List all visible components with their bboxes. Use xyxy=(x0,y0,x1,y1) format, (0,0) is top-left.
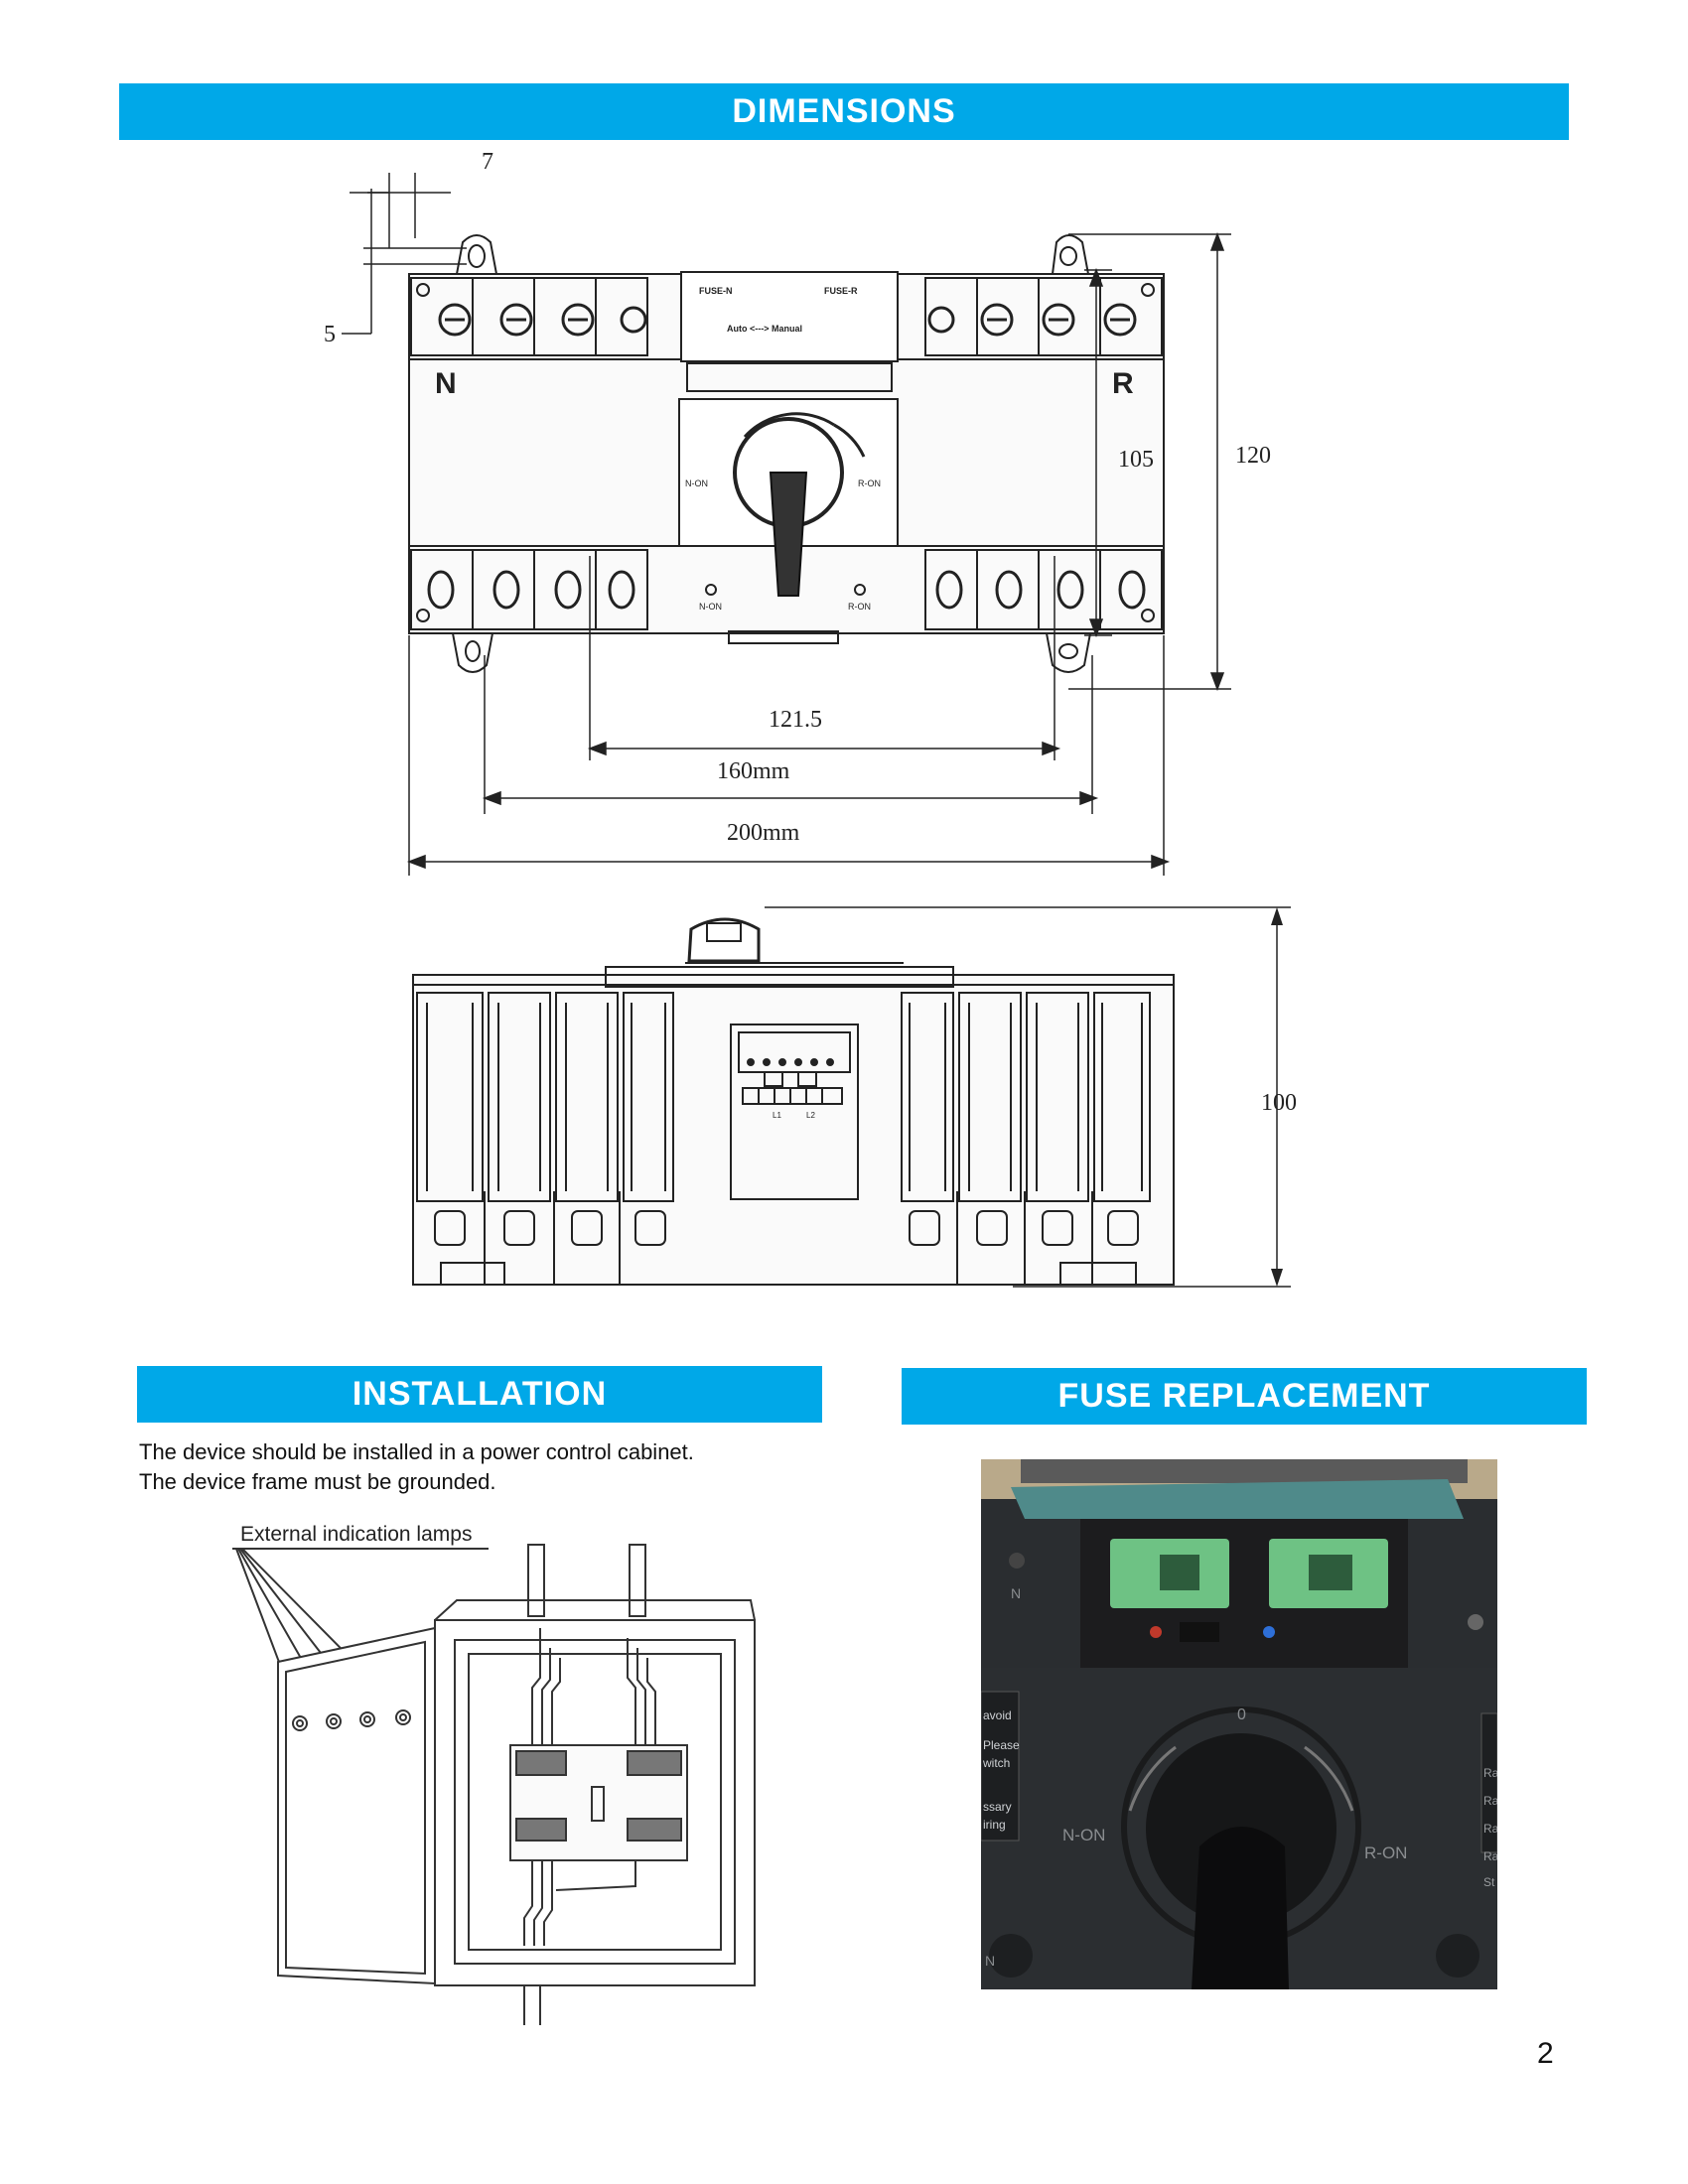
rating-text-2: Ra xyxy=(1483,1794,1497,1808)
warning-text-4: ssary xyxy=(983,1800,1012,1814)
terminal-l1-label: L1 xyxy=(773,1111,781,1120)
dim-121-5-label: 121.5 xyxy=(769,707,822,733)
side-view-drawing: 100 L1 L2 xyxy=(412,906,1297,1288)
photo-n-lower-label: N xyxy=(985,1953,995,1969)
photo-n-on-label: N-ON xyxy=(1062,1826,1105,1844)
n-on-lamp-label: N-ON xyxy=(699,602,722,612)
label-r: R xyxy=(1112,367,1134,400)
r-on-lamp-label: R-ON xyxy=(848,602,871,612)
dim-200-label: 200mm xyxy=(727,820,800,846)
top-view-drawing: 7 5 105 120 121.5 160mm 200mm N R FUSE-N… xyxy=(324,149,1271,876)
rating-text-5: St xyxy=(1483,1875,1495,1889)
dim-7-label: 7 xyxy=(482,149,493,175)
dim-160-label: 160mm xyxy=(717,758,790,784)
auto-manual-label: Auto <---> Manual xyxy=(727,324,802,334)
warning-text-1: avoid xyxy=(983,1708,1012,1722)
fuse-r-label: FUSE-R xyxy=(824,286,858,296)
dim-5-label: 5 xyxy=(324,322,336,347)
indication-lamps-callout: External indication lamps xyxy=(240,1523,472,1546)
photo-r-on-label: R-ON xyxy=(1364,1843,1407,1862)
warning-text-5: iring xyxy=(983,1818,1006,1832)
n-on-label: N-ON xyxy=(685,478,708,488)
dim-100-label: 100 xyxy=(1261,1090,1297,1116)
installation-line-2: The device frame must be grounded. xyxy=(139,1469,496,1494)
installation-line-1: The device should be installed in a powe… xyxy=(139,1439,694,1464)
dim-105-label: 105 xyxy=(1118,447,1154,473)
label-n: N xyxy=(435,367,457,400)
rating-text-4: Ra xyxy=(1483,1849,1497,1863)
cabinet-illustration: External indication lamps xyxy=(232,1523,756,2025)
rating-text-1: Ra xyxy=(1483,1766,1497,1780)
r-on-label: R-ON xyxy=(858,478,881,488)
page-number: 2 xyxy=(1537,2037,1554,2070)
fuse-replacement-title: FUSE REPLACEMENT xyxy=(1057,1377,1431,1415)
installation-banner: INSTALLATION xyxy=(137,1366,822,1423)
fuse-n-label: FUSE-N xyxy=(699,286,733,296)
photo-n-upper-label: N xyxy=(1011,1585,1021,1601)
dimensions-banner: DIMENSIONS xyxy=(119,83,1569,140)
dimensions-title: DIMENSIONS xyxy=(732,92,956,130)
warning-text-2: Please xyxy=(983,1738,1020,1752)
terminal-l2-label: L2 xyxy=(806,1111,815,1120)
fuse-replacement-banner: FUSE REPLACEMENT xyxy=(902,1368,1587,1425)
fuse-replacement-photo: 0 N-ON R-ON N N avoid Please witch ssary… xyxy=(981,1459,1497,1989)
dim-120-label: 120 xyxy=(1235,443,1271,469)
installation-title: INSTALLATION xyxy=(352,1375,608,1413)
dial-zero-label: 0 xyxy=(1237,1706,1246,1723)
rating-text-3: Ra xyxy=(1483,1822,1497,1836)
warning-text-3: witch xyxy=(982,1756,1010,1770)
installation-instructions: The device should be installed in a powe… xyxy=(139,1437,834,1497)
